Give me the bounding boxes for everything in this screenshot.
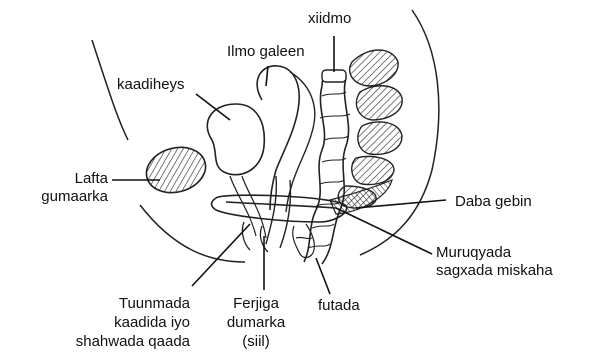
label-futada: futada	[318, 297, 360, 315]
label-kaadiheys: kaadiheys	[117, 76, 185, 94]
label-muruqyada-line2: sagxada miskaha	[436, 262, 553, 280]
uterus	[257, 66, 299, 210]
label-xiidmo: xiidmo	[308, 10, 351, 28]
label-ilmo-galeen: Ilmo galeen	[227, 43, 305, 61]
label-daba-gebin: Daba gebin	[455, 193, 532, 211]
pubic-bone	[141, 141, 210, 199]
vagina	[266, 176, 291, 248]
bladder	[207, 104, 264, 175]
label-tuunmada-line2: kaadida iyo	[30, 314, 190, 332]
pelvic-floor-muscle	[212, 195, 347, 222]
label-ferjiga-line3: (siil)	[206, 333, 306, 351]
label-tuunmada-line3: shahwada qaada	[30, 333, 190, 351]
label-ferjiga-line1: Ferjiga	[206, 295, 306, 313]
label-tuunmada-line1: Tuunmada	[30, 295, 190, 313]
label-lafta-line1: Lafta	[0, 170, 108, 188]
rectum	[304, 78, 349, 264]
label-lafta-line2: gumaarka	[0, 188, 108, 206]
label-ferjiga-line2: dumarka	[206, 314, 306, 332]
label-muruqyada-line1: Muruqyada	[436, 244, 511, 262]
